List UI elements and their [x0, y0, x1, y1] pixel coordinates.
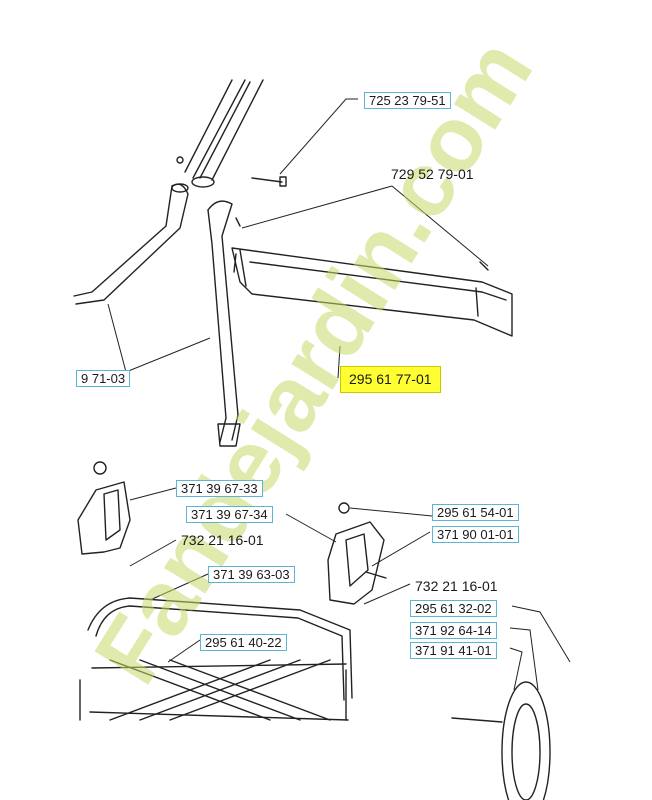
upper-handle-tubes [184, 79, 264, 188]
right-side-plate [327, 502, 387, 605]
part-label-295-61-77-01: 295 61 77-01 [340, 366, 441, 393]
watermark: Fandejardin.com [75, 22, 552, 700]
screw-left [235, 217, 241, 227]
part-label-371-91-41-01: 371 91 41-01 [410, 642, 497, 659]
left-side-plate [77, 461, 131, 555]
part-label-295-61-32-02: 295 61 32-02 [410, 600, 497, 617]
grass-deflector-plate [231, 247, 513, 337]
part-label-9-71-03: 9 71-03 [76, 370, 131, 387]
part-label-732-21-16-01-right: 732 21 16-01 [415, 578, 498, 594]
part-label-371-39-63-03: 371 39 63-03 [208, 566, 295, 583]
reel-cylinder [79, 659, 349, 721]
center-handle-bar [207, 200, 241, 447]
part-label-371-92-64-14: 371 92 64-14 [410, 622, 497, 639]
part-label-371-90-01-01: 371 90 01-01 [432, 526, 519, 543]
part-label-725-23-79-51: 725 23 79-51 [364, 92, 451, 109]
part-label-371-39-67-34: 371 39 67-34 [186, 506, 273, 523]
left-handle-bar [73, 183, 189, 305]
leader-lines [107, 98, 571, 691]
watermark-text: Fandejardin.com [75, 22, 552, 700]
part-label-371-39-67-33: 371 39 67-33 [176, 480, 263, 497]
part-label-732-21-16-01-left: 732 21 16-01 [181, 532, 264, 548]
part-label-729-52-79-01: 729 52 79-01 [391, 166, 474, 182]
main-handle-loop [87, 597, 353, 701]
part-label-295-61-54-01: 295 61 54-01 [432, 504, 519, 521]
wheel [451, 681, 551, 800]
small-nut [176, 156, 184, 164]
handle-bolt [251, 176, 287, 187]
part-label-295-61-40-22: 295 61 40-22 [200, 634, 287, 651]
screw-right [479, 261, 489, 271]
